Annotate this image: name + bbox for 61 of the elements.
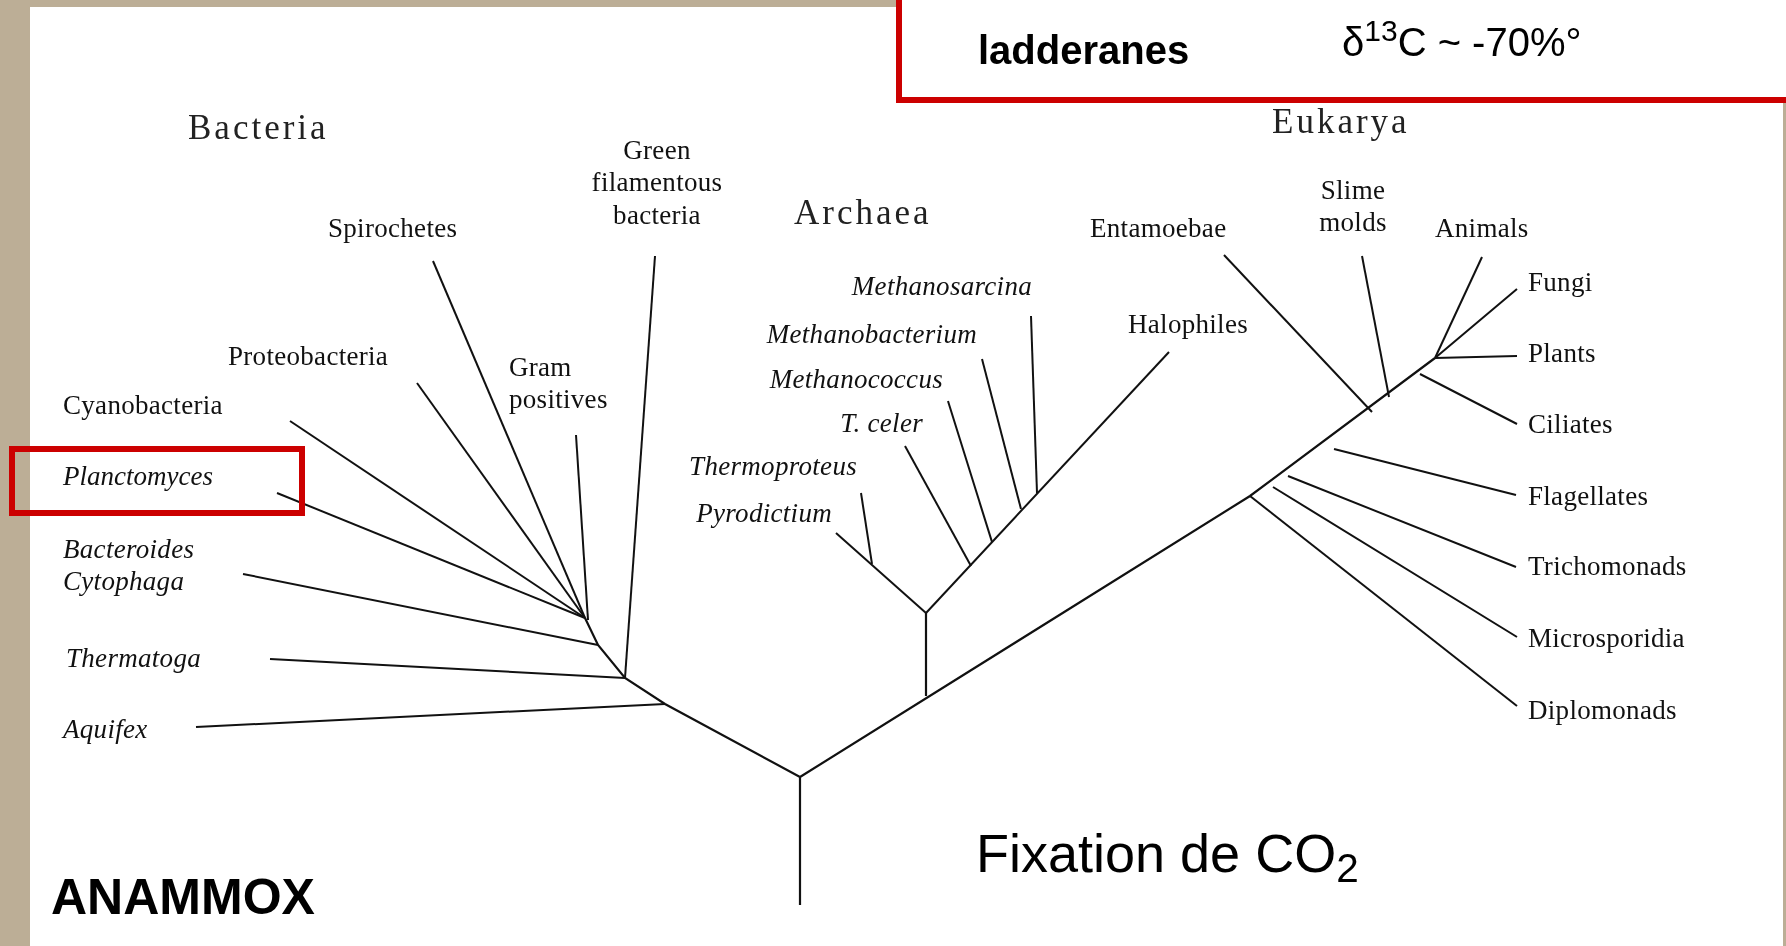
domain-heading: Bacteria <box>188 110 329 145</box>
leader-line <box>269 658 626 679</box>
taxon-label: Plants <box>1528 337 1596 370</box>
leader-line <box>1434 288 1518 359</box>
taxon-label: Methanobacterium <box>766 318 977 351</box>
taxon-label: Aquifex <box>63 713 148 746</box>
taxon-label: Ciliates <box>1528 408 1613 441</box>
leader-line <box>981 358 1022 510</box>
leader-line <box>1287 475 1517 568</box>
taxon-label: Entamoebae <box>1090 212 1227 245</box>
leader-line <box>947 400 993 543</box>
taxon-label: Pyrodictium <box>696 497 832 530</box>
taxon-label: Slime molds <box>1298 174 1408 239</box>
taxon-label: Bacteroides Cytophaga <box>63 533 253 598</box>
leader-line <box>575 434 589 621</box>
leader-line <box>1434 256 1483 359</box>
taxon-label: Trichomonads <box>1528 550 1687 583</box>
leader-line <box>416 382 586 619</box>
taxon-label: Spirochetes <box>328 212 458 245</box>
domain-heading: Archaea <box>794 195 932 230</box>
taxon-label: Animals <box>1435 212 1529 245</box>
leader-line <box>1223 254 1373 413</box>
leader-line <box>1272 486 1518 638</box>
leader-line <box>242 573 599 646</box>
leader-line <box>432 260 586 619</box>
leader-line <box>1419 373 1518 425</box>
leader-line <box>195 703 666 728</box>
leader-line <box>624 255 656 679</box>
leader-line <box>925 351 1170 614</box>
leader-line <box>289 420 586 619</box>
highlight-box <box>9 446 305 516</box>
leader-line <box>860 492 873 565</box>
leader-line <box>1434 355 1518 359</box>
leader-line <box>1030 315 1038 494</box>
leader-line <box>1361 255 1390 398</box>
highlight-box <box>896 0 1786 103</box>
taxon-label: Flagellates <box>1528 480 1649 513</box>
taxon-label: Diplomonads <box>1528 694 1677 727</box>
leader-line <box>276 492 586 619</box>
taxon-label: Green filamentous bacteria <box>562 134 752 232</box>
taxon-label: Gram positives <box>509 351 629 416</box>
taxon-label: Thermatoga <box>66 642 201 675</box>
taxon-label: Halophiles <box>1128 308 1248 341</box>
leader-line <box>904 445 972 567</box>
taxon-label: Cyanobacteria <box>63 389 223 422</box>
taxon-label: Methanosarcina <box>851 270 1032 303</box>
annotation-text: ANAMMOX <box>51 872 315 922</box>
box-title: ladderanes <box>978 30 1190 70</box>
box-text: δ$^{13}$C ~ -70%° <box>1342 22 1582 62</box>
taxon-label: Proteobacteria <box>228 340 389 373</box>
leader-line <box>1333 448 1517 496</box>
domain-heading: Eukarya <box>1272 104 1410 139</box>
taxon-label: Thermoproteus <box>689 450 857 483</box>
taxon-label: T. celer <box>840 407 923 440</box>
leader-line <box>1249 495 1518 707</box>
taxon-label: Planctomyces <box>63 460 213 493</box>
taxon-label: Methanococcus <box>769 363 943 396</box>
leader-line <box>835 532 927 614</box>
annotation-text: Fixation de CO$_{2}$ <box>976 826 1359 880</box>
taxon-label: Microsporidia <box>1528 622 1685 655</box>
taxon-label: Fungi <box>1528 266 1593 299</box>
